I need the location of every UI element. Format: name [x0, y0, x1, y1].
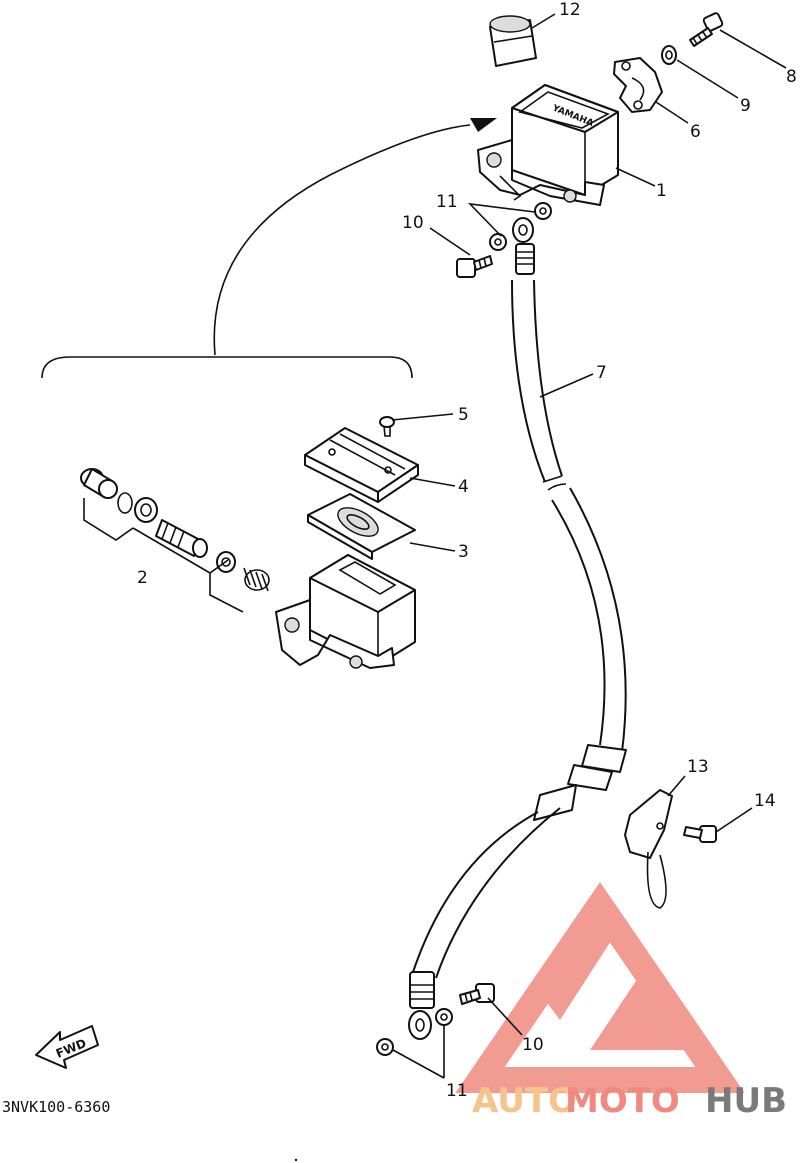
bolt-part-8 [689, 12, 724, 47]
union-bolt-part-10-top [456, 255, 493, 278]
callout-1: 1 [656, 181, 667, 201]
brake-hose-part-7 [408, 217, 627, 1040]
callout-12: 12 [559, 0, 581, 20]
callout-2: 2 [137, 568, 148, 588]
callout-10-bottom: 10 [522, 1035, 544, 1055]
callout-labels: 12 8 9 6 1 11 10 7 5 4 3 2 13 14 10 11 [137, 0, 797, 1101]
diaphragm-part-3 [307, 493, 416, 560]
callout-9: 9 [740, 96, 751, 116]
watermark-part-hub: HUB [705, 1081, 787, 1121]
callout-5: 5 [458, 405, 469, 425]
callout-4: 4 [458, 477, 469, 497]
bolt-part-14 [683, 825, 717, 843]
callout-13: 13 [687, 757, 709, 777]
drawing-code: 3NVK100-6360 [2, 1098, 110, 1116]
master-cylinder-part-1: YAMAHA [477, 84, 619, 206]
union-bolt-part-10-bottom [459, 983, 495, 1005]
callout-10-top: 10 [402, 213, 424, 233]
piston-kit-part-2 [80, 468, 270, 613]
exploded-group-bracket [41, 118, 497, 379]
callout-11-top: 11 [436, 192, 458, 212]
callout-8: 8 [786, 67, 797, 87]
callout-7: 7 [596, 363, 607, 383]
stray-dot [294, 1158, 298, 1162]
washers-part-11-bottom [376, 1008, 453, 1056]
screw-part-5 [379, 416, 395, 437]
holder-part-6 [613, 57, 663, 113]
watermark-part-auto: AUTO [472, 1081, 577, 1121]
cap-part-4 [304, 427, 419, 503]
boot-part-12 [489, 15, 537, 67]
callout-6: 6 [690, 122, 701, 142]
watermark-logo [455, 882, 745, 1093]
callout-14: 14 [754, 791, 776, 811]
fwd-arrow-icon: FWD [35, 1025, 99, 1069]
leader-lines [391, 13, 787, 1079]
watermark-text: AUTO MOTO HUB [472, 1081, 787, 1121]
washer-part-9 [661, 45, 677, 65]
callout-3: 3 [458, 542, 469, 562]
clamp-part-13 [624, 789, 673, 909]
callout-11-bottom: 11 [446, 1081, 468, 1101]
watermark-part-moto: MOTO [565, 1081, 680, 1121]
master-cylinder-body [275, 554, 416, 669]
washers-part-11-top [489, 202, 552, 251]
